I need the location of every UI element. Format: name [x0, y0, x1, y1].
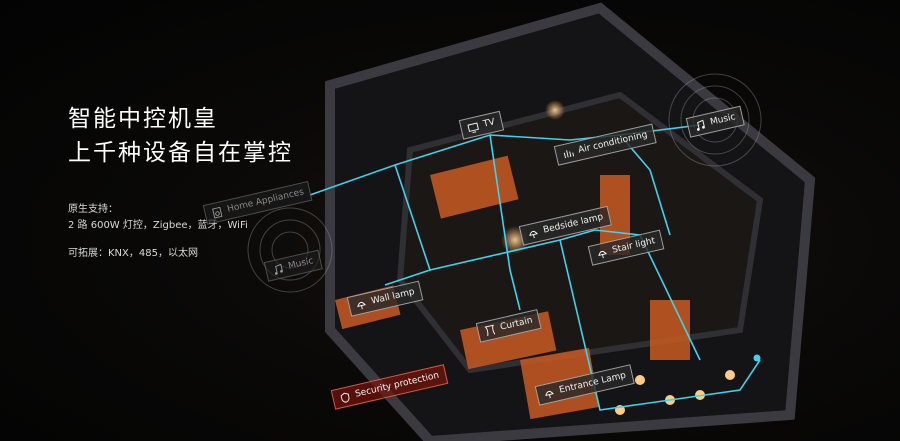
device-tag-music-right: Music: [685, 105, 745, 138]
lamp-icon: [527, 227, 540, 240]
device-tag-entrance-lamp: Entrance Lamp: [534, 364, 635, 406]
device-tag-air-conditioning: Air conditioning: [553, 123, 657, 166]
protocol-specs: 原生支持： 2 路 600W 灯控，Zigbee，蓝牙，WiFi 可拓展：KNX…: [68, 202, 248, 262]
native-support-text: 2 路 600W 灯控，Zigbee，蓝牙，WiFi: [68, 220, 248, 231]
device-tag-music-left: Music: [263, 249, 323, 282]
device-tag-curtain: Curtain: [475, 309, 542, 343]
lamp-icon: [355, 298, 368, 311]
native-support-label: 原生支持：: [68, 204, 118, 215]
music-note-icon: [694, 119, 707, 132]
device-label: Music: [287, 256, 315, 272]
appliance-icon: [211, 206, 224, 219]
lamp-icon: [543, 387, 556, 400]
air-conditioner-icon: [562, 147, 575, 160]
device-tag-bedside-lamp: Bedside lamp: [518, 205, 613, 246]
music-note-icon: [272, 263, 285, 276]
device-tag-security-protection: Security protection: [330, 364, 449, 410]
expansion-text: 可拓展：KNX，485，以太网: [68, 248, 198, 259]
headline-line-2: 上千种设备自在掌控: [68, 140, 293, 166]
device-tag-tv: TV: [458, 110, 504, 140]
lamp-icon: [596, 247, 609, 260]
tv-icon: [467, 121, 480, 134]
device-label: Music: [709, 112, 737, 128]
headline-line-1: 智能中控机皇: [68, 106, 218, 132]
curtain-icon: [484, 324, 497, 337]
device-label: TV: [482, 117, 496, 130]
device-tag-home-appliances: Home Appliances: [202, 180, 313, 225]
headline-block: 智能中控机皇 上千种设备自在掌控: [68, 102, 293, 170]
network-node: [753, 354, 761, 362]
device-tag-stair-light: Stair light: [587, 229, 665, 266]
device-label: Curtain: [499, 315, 534, 333]
shield-icon: [339, 391, 352, 404]
device-tag-wall-lamp: Wall lamp: [346, 280, 424, 317]
